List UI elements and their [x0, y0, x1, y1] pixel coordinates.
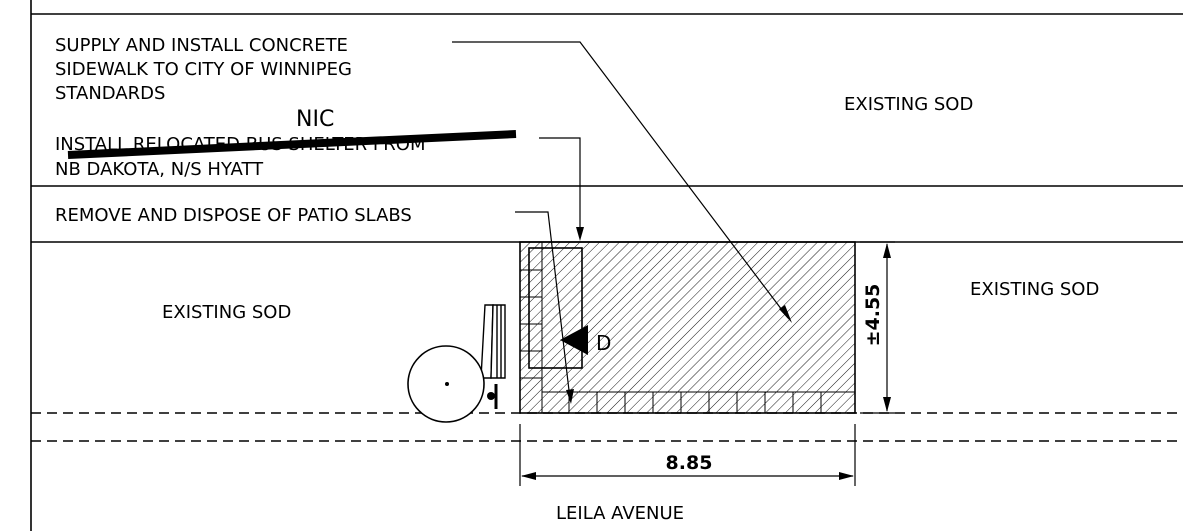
depth-dimension-arrows: [883, 243, 891, 412]
width-dimension-arrows: [521, 472, 854, 480]
width-dimension-value: 8.85: [666, 452, 713, 474]
depth-dimension-value: ±4.55: [862, 284, 884, 347]
shelter-note-line2: NB DAKOTA, N/S HYATT: [55, 159, 264, 180]
curb-lines: [31, 412, 1183, 442]
shelter-note-line1: INSTALL RELOCATED BUS SHELTER FROM: [55, 134, 425, 155]
sidewalk-note-line2: SIDEWALK TO CITY OF WINNIPEG: [55, 59, 352, 80]
existing-sod-label-top: EXISTING SOD: [844, 94, 973, 115]
sidewalk-note-line1: SUPPLY AND INSTALL CONCRETE: [55, 35, 348, 56]
patio-note: REMOVE AND DISPOSE OF PATIO SLABS: [55, 205, 412, 226]
bus-shelter-outline: [528, 247, 583, 369]
existing-sod-label-right: EXISTING SOD: [970, 279, 1099, 300]
nic-strikethrough: [67, 130, 517, 159]
section-marker: D: [560, 325, 611, 355]
depth-dimension: [860, 241, 895, 414]
post-symbol: [487, 384, 498, 409]
sidewalk-note-line3: STANDARDS: [55, 83, 165, 104]
marker-label: D: [596, 331, 611, 355]
width-dimension: [519, 424, 856, 486]
tree-symbol: [407, 345, 485, 423]
nic-label: NIC: [296, 107, 334, 132]
existing-sod-label-left: EXISTING SOD: [162, 302, 291, 323]
bench-symbol: [480, 304, 506, 379]
street-name: LEILA AVENUE: [556, 503, 684, 524]
leader-lines: [452, 41, 789, 400]
leader-arrowheads: [566, 227, 792, 404]
concrete-sidewalk-area: [519, 241, 856, 414]
